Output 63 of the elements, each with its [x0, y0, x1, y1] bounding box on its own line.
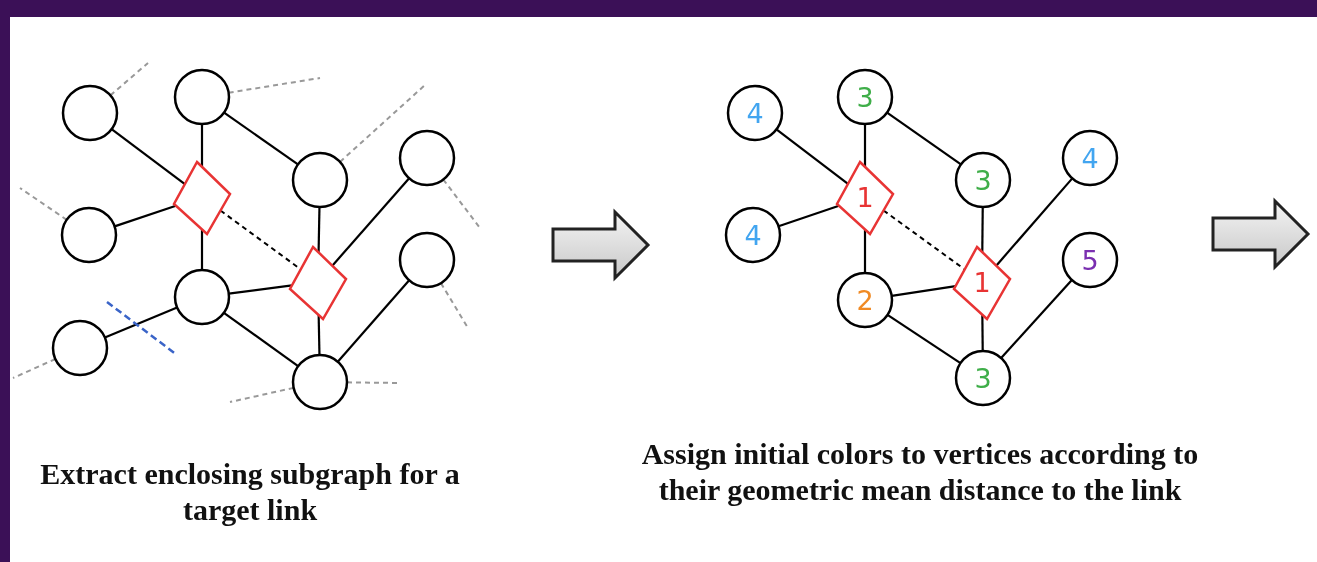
graph-edge [981, 314, 984, 351]
graph-edge [223, 111, 299, 166]
distance-label: 1 [973, 268, 991, 296]
vertex-circle [954, 349, 1012, 407]
vertex-circle [954, 151, 1012, 209]
graph-edge [1000, 279, 1073, 359]
graph-edge [114, 204, 177, 228]
vertex-circle [1061, 231, 1119, 289]
vertex-circle [291, 353, 349, 411]
target-vertex-diamond [288, 244, 348, 320]
vertex-circle [836, 271, 894, 329]
vertex-circle [398, 129, 456, 187]
dangling-edge [12, 358, 57, 379]
vertex-circle [51, 319, 109, 377]
target-vertex-diamond [172, 159, 232, 235]
distance-label: 3 [974, 166, 992, 194]
dangling-edge [109, 62, 149, 97]
dangling-edge [439, 282, 469, 329]
distance-label: 4 [746, 99, 764, 127]
graph-edge [317, 315, 321, 356]
graph-edge [981, 207, 984, 253]
distance-label: 1 [856, 183, 874, 211]
vertex-circle [291, 151, 349, 209]
dangling-edge [442, 178, 481, 229]
graph-edge [775, 128, 849, 185]
target-vertex-diamond [835, 159, 895, 235]
vertex-circle [398, 231, 456, 289]
vertex-circle [724, 206, 782, 264]
graph-edge [317, 206, 321, 253]
step-caption: Assign initial colors to vertices according to their geometric mean distance to the link [640, 436, 1200, 508]
dangling-edge [346, 381, 399, 384]
distance-label: 3 [856, 83, 874, 111]
vertex-circle [726, 84, 784, 142]
distance-label: 2 [856, 286, 874, 314]
vertex-circle [173, 268, 231, 326]
vertex-circle [173, 68, 231, 126]
graph-edge [336, 279, 411, 363]
distance-label: 4 [744, 221, 762, 249]
step-caption: Extract enclosing subgraph for a target link [40, 456, 460, 528]
graph-edge [104, 306, 178, 339]
graph-edge [863, 229, 867, 273]
graph-edge [110, 128, 186, 186]
dangling-edge [229, 386, 295, 403]
graph-edge [200, 124, 204, 167]
dangling-edge [339, 84, 426, 163]
graph-edge [891, 284, 956, 297]
graph-edge [223, 311, 299, 368]
graph-edge [995, 177, 1074, 267]
vertex-circle [836, 68, 894, 126]
dangling-edge [19, 187, 68, 221]
target-vertex-diamond [952, 244, 1012, 320]
graph-edge [886, 111, 962, 166]
vertex-circle [60, 206, 118, 264]
distance-label: 4 [1081, 144, 1099, 172]
vertex-circle [1061, 129, 1119, 187]
graph-edge [778, 204, 840, 228]
graph-edge [863, 124, 867, 167]
distance-label: 5 [1081, 246, 1099, 274]
vertex-circle [61, 84, 119, 142]
graph-edge [886, 313, 962, 365]
distance-label: 3 [974, 364, 992, 392]
graph-edge [200, 229, 204, 270]
graph-edge [331, 177, 410, 267]
